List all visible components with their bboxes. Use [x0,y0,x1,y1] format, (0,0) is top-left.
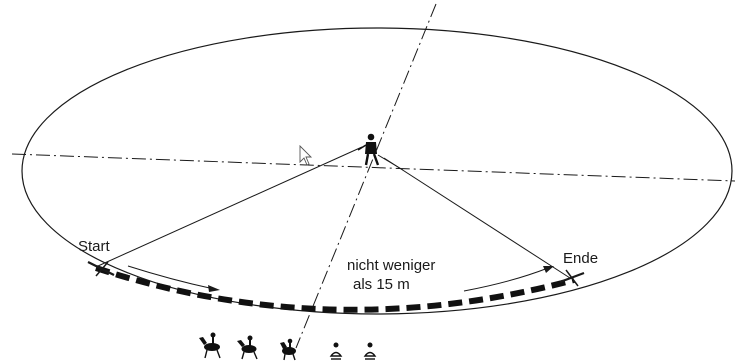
end-label: Ende [563,250,599,267]
line-to-start [97,146,363,267]
distance-label: nicht weniger als 15 m [347,257,435,294]
line-to-end [383,157,571,279]
start-arrowhead [208,285,220,292]
person-icon [363,342,377,360]
track-path [95,265,575,313]
person-icon [329,342,343,360]
diagonal-axis [295,3,437,349]
distance-label-line-1: nicht weniger [347,257,436,274]
line-to-center [377,154,404,171]
person-icon [357,133,380,166]
horse-rider-icon [280,338,296,361]
distance-label-line-2: als 15 m [353,276,410,294]
horse-rider-icon [199,332,221,359]
end-arrowhead [543,266,554,273]
horse-rider-icon [237,335,258,360]
end-marker [559,269,585,287]
start-label: Start [78,238,110,255]
horizontal-axis [11,153,736,182]
start-arrow [127,265,215,290]
start-marker [87,261,115,277]
arena-ellipse [21,27,733,315]
cursor-icon [299,144,313,166]
end-arrow [463,267,549,292]
